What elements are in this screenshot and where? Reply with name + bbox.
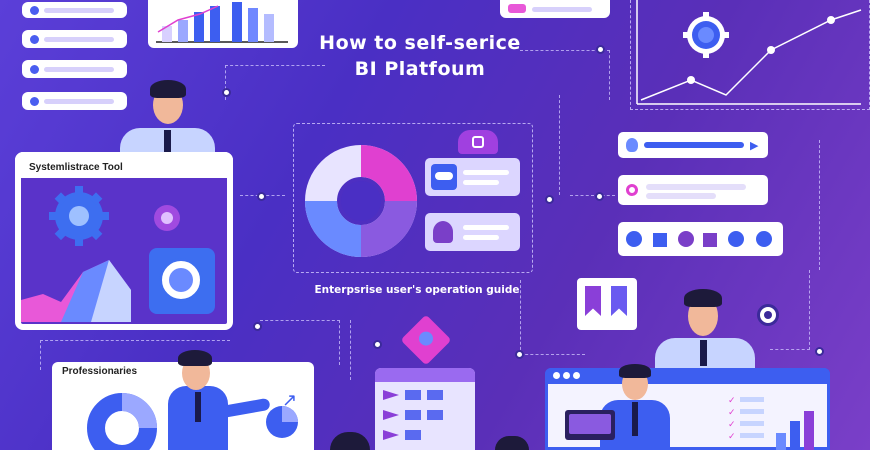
tool-panel-title: Systemlistrace Tool [29, 162, 123, 173]
gear-icon [149, 200, 185, 241]
connector [770, 270, 810, 350]
professional-panel-title: Professionaries [62, 366, 138, 377]
svg-text:✓: ✓ [728, 407, 736, 417]
laptop-icon [565, 410, 615, 440]
tab-icon[interactable] [458, 130, 498, 154]
connector-node [596, 45, 605, 54]
list-item[interactable] [22, 92, 127, 110]
connector [225, 65, 325, 100]
connector [260, 320, 340, 365]
donut-chart-icon [305, 145, 417, 262]
connector [350, 320, 351, 380]
connector [40, 340, 230, 370]
target-node [757, 304, 779, 326]
info-card[interactable] [425, 158, 520, 196]
connector [570, 195, 615, 196]
person-icon [495, 436, 529, 450]
list-item[interactable] [22, 60, 127, 78]
connector-node [257, 192, 266, 201]
list-item[interactable] [22, 30, 127, 48]
gear-icon [49, 186, 109, 251]
connector-node [815, 347, 824, 356]
bar-chart-icon [774, 411, 824, 450]
connector-node [515, 350, 524, 359]
line-chart-panel [630, 0, 870, 110]
bookmark-card[interactable] [577, 278, 637, 330]
chevron-right-icon[interactable]: ▶ [750, 140, 759, 152]
chat-bubble-icon [149, 248, 215, 314]
diamond-icon [400, 314, 452, 366]
bar-chart-card [148, 0, 298, 48]
connector-node [545, 195, 554, 204]
page-subtitle: BI Platfoum [354, 58, 486, 80]
guide-caption: Enterpsrise user's operation guide [314, 284, 520, 296]
info-card[interactable] [425, 213, 520, 251]
page-title: How to self-serice [319, 32, 521, 54]
tool-panel: Systemlistrace Tool [15, 152, 233, 330]
connector-node [253, 322, 262, 331]
bar-chart-icon [156, 2, 288, 43]
arrow-icon: ↗ [282, 390, 298, 410]
line-chart-icon [636, 0, 862, 105]
list-item[interactable] [22, 2, 127, 18]
gear-icon [683, 12, 729, 63]
connector-node [373, 340, 382, 349]
svg-text:✓: ✓ [728, 431, 736, 441]
top-pill-card[interactable] [500, 0, 610, 18]
right-card-search[interactable]: ▶ [618, 132, 768, 158]
donut-chart-icon [86, 392, 158, 450]
person-icon [330, 432, 370, 450]
connector [540, 95, 560, 195]
bottom-list-card[interactable] [375, 368, 475, 450]
pie-chart-icon [262, 402, 302, 447]
connector-node [222, 88, 231, 97]
right-card-icons[interactable] [618, 222, 783, 256]
connector-node [595, 192, 604, 201]
checklist-icon: ✓ ✓ ✓ ✓ [728, 393, 768, 448]
connector [800, 140, 820, 270]
center-dashboard-frame [293, 123, 533, 273]
svg-text:✓: ✓ [728, 419, 736, 429]
right-card-list[interactable] [618, 175, 768, 205]
connector [520, 50, 610, 100]
area-chart [21, 250, 141, 327]
svg-text:✓: ✓ [728, 395, 736, 405]
connector [520, 280, 585, 355]
